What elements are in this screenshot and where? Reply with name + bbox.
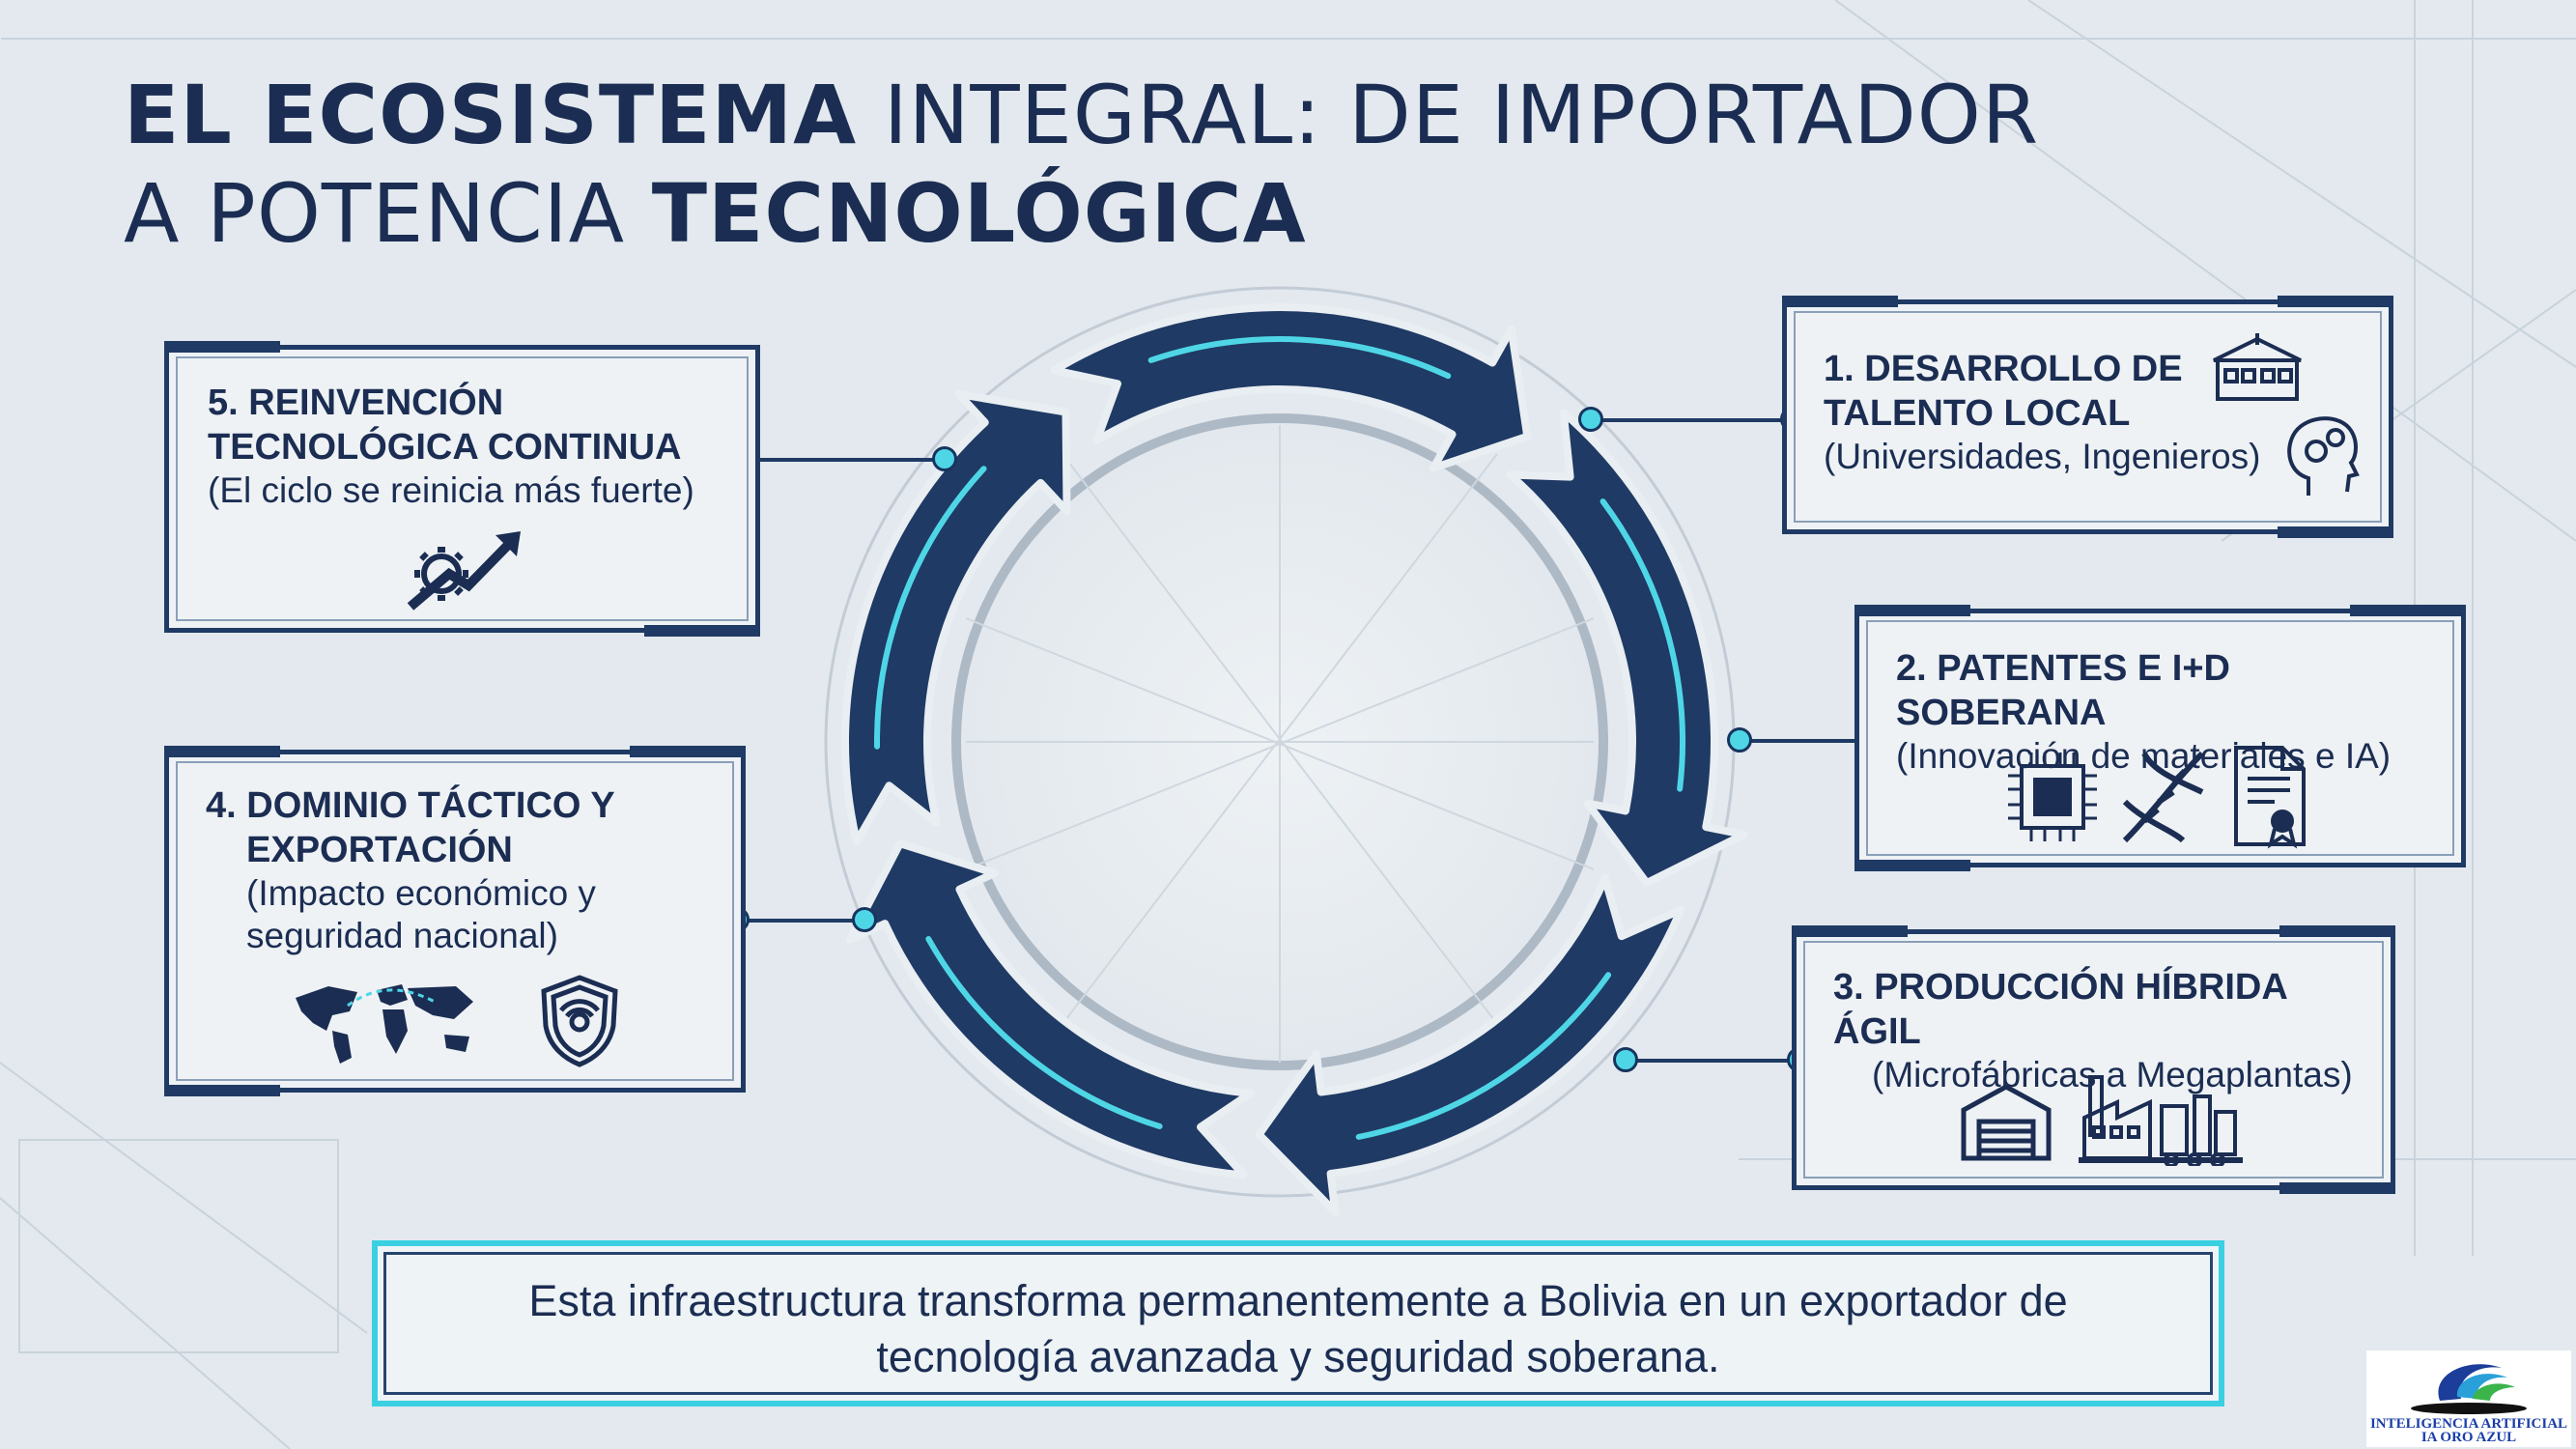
cycle-arrow-1 — [1050, 303, 1532, 472]
stage-3-heading: 3. PRODUCCIÓN HÍBRIDA ÁGIL — [1833, 967, 2287, 1052]
cycle-arrow-2 — [1506, 409, 1748, 888]
stage-4-subtitle: (Impacto económico y — [246, 873, 596, 913]
inner-grid — [965, 425, 1595, 1063]
microchip-icon — [2008, 753, 2097, 841]
connector-line-1 — [1592, 418, 1795, 422]
cycle-arrow-glow-3 — [1355, 972, 1612, 1140]
connector-line-4 — [739, 919, 864, 923]
stage-5-subtitle: (El ciclo se reinicia más fuerte) — [208, 470, 694, 510]
stage-card-1: 1. DESARROLLO DE TALENTO LOCAL (Universi… — [1782, 296, 2393, 538]
dna-icon — [2122, 751, 2205, 843]
stage-card-2: 2. PATENTES E I+D SOBERANA (Innovación d… — [1854, 605, 2466, 871]
page-title: EL ECOSISTEMA INTEGRAL: DE IMPORTADOR A … — [124, 66, 2039, 263]
warehouse-icon — [1961, 1084, 2052, 1161]
connector-dot-4b — [852, 907, 877, 932]
stage-1-subtitle: (Universidades, Ingenieros) — [1824, 437, 2261, 476]
title-line1-bold: EL ECOSISTEMA — [124, 68, 858, 162]
stage-card-3: 3. PRODUCCIÓN HÍBRIDA ÁGIL (Microfábrica… — [1792, 925, 2395, 1194]
connector-dot-1a — [1578, 407, 1603, 432]
logo-text-line1: INTELIGENCIA ARTIFICIAL — [2369, 1416, 2568, 1432]
banner-line2: tecnología avanzada y seguridad soberana… — [876, 1332, 1720, 1381]
head-gears-icon — [2287, 416, 2360, 496]
ia-oro-azul-logo: INTELIGENCIA ARTIFICIAL IA ORO AZUL — [2366, 1350, 2571, 1447]
cycle-arrow-3 — [1255, 874, 1684, 1216]
cycle-arrow-4 — [845, 839, 1255, 1179]
connector-line-2 — [1739, 739, 1869, 743]
logo-swirl-icon — [2411, 1364, 2527, 1414]
logo-text-line2: IA ORO AZUL — [2420, 1430, 2517, 1445]
stage-3-subtitle: (Microfábricas a Megaplantas) — [1872, 1055, 2353, 1094]
stage-2-heading: 2. PATENTES E I+D SOBERANA — [1896, 648, 2230, 733]
factory-icon — [2079, 1075, 2243, 1166]
conclusion-banner: Esta infraestructura transforma permanen… — [372, 1240, 2224, 1406]
world-map-icon — [296, 984, 473, 1064]
stage-1-heading: 1. DESARROLLO DE — [1824, 349, 2183, 389]
stage-5-heading-line2: TECNOLÓGICA CONTINUA — [208, 427, 682, 468]
stage-4-heading-line2: EXPORTACIÓN — [246, 830, 513, 870]
connector-line-3 — [1626, 1059, 1799, 1063]
shield-icon — [541, 975, 618, 1067]
cycle-arrow-glow-2 — [1599, 498, 1685, 792]
stage-card-5: 5. REINVENCIÓN TECNOLÓGICA CONTINUA (El … — [164, 341, 760, 637]
cycle-arrow-glow-4 — [925, 936, 1163, 1130]
title-line2-bold: TECNOLÓGICA — [651, 166, 1307, 261]
cycle-arrow-glow-1 — [1147, 336, 1452, 380]
stage-4-heading: 4. DOMINIO TÁCTICO Y — [206, 785, 615, 826]
university-icon — [2213, 333, 2302, 401]
stage-5-heading: 5. REINVENCIÓN — [208, 383, 504, 423]
title-line2-rest: A POTENCIA — [124, 166, 652, 261]
banner-line1: Esta infraestructura transforma permanen… — [528, 1276, 2068, 1325]
gear-growth-icon — [407, 531, 521, 611]
cycle-arrow-5 — [841, 389, 1071, 846]
connector-dot-5b — [932, 446, 957, 471]
certificate-icon — [2234, 746, 2306, 849]
connector-line-5 — [749, 458, 947, 462]
connector-dot-2a — [1727, 727, 1752, 753]
stage-4-subtitle-line2: seguridad nacional) — [246, 916, 558, 955]
cycle-arrow-glow-5 — [874, 466, 987, 750]
stage-1-heading-line2: TALENTO LOCAL — [1824, 393, 2131, 434]
connector-dot-3a — [1613, 1047, 1638, 1072]
title-line1-rest: INTEGRAL: DE IMPORTADOR — [857, 68, 2040, 162]
stage-card-4: 4. DOMINIO TÁCTICO Y EXPORTACIÓN (Impact… — [164, 746, 746, 1096]
